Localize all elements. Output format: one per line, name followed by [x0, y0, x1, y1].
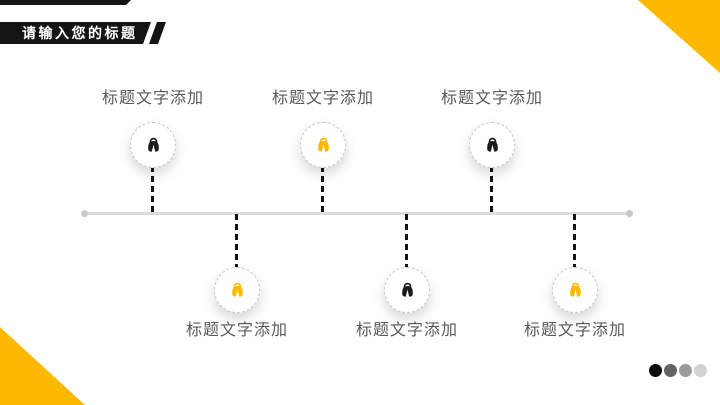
timeline-axis: [85, 212, 630, 215]
timeline-start-dot: [81, 210, 88, 217]
pagination-dot: [649, 364, 662, 377]
item-label[interactable]: 标题文字添加: [271, 90, 374, 107]
connector-dashed-line: [321, 166, 324, 212]
connector-dashed-line: [235, 214, 238, 268]
backpack-icon: [482, 135, 503, 156]
item-badge[interactable]: [214, 267, 260, 313]
item-badge[interactable]: [469, 122, 515, 168]
top-left-accent-bar: [0, 0, 131, 5]
backpack-icon: [397, 280, 418, 301]
connector-dashed-line: [405, 214, 408, 268]
backpack-icon: [313, 135, 334, 156]
item-badge[interactable]: [552, 267, 598, 313]
timeline-item: 标题文字添加: [307, 267, 507, 341]
item-label[interactable]: 标题文字添加: [185, 322, 288, 339]
top-right-corner-triangle: [638, 0, 720, 73]
backpack-icon: [143, 135, 164, 156]
timeline-item: 标题文字添加: [137, 267, 337, 341]
backpack-icon: [565, 280, 586, 301]
pagination-dot: [664, 364, 677, 377]
pagination-dots: [649, 364, 707, 377]
item-badge[interactable]: [130, 122, 176, 168]
connector-dashed-line: [151, 166, 154, 212]
title-banner-body[interactable]: 请输入您的标题: [0, 22, 151, 44]
backpack-icon: [227, 280, 248, 301]
timeline-item: 标题文字添加: [475, 267, 675, 341]
item-badge[interactable]: [384, 267, 430, 313]
item-label[interactable]: 标题文字添加: [355, 322, 458, 339]
item-label[interactable]: 标题文字添加: [523, 322, 626, 339]
connector-dashed-line: [573, 214, 576, 268]
slide-title[interactable]: 请输入您的标题: [22, 25, 138, 41]
timeline-end-dot: [626, 210, 633, 217]
timeline-item: 标题文字添加: [53, 89, 253, 168]
title-banner-tip: [149, 22, 166, 44]
item-label[interactable]: 标题文字添加: [440, 90, 543, 107]
bottom-left-corner-triangle: [0, 327, 85, 405]
pagination-dot: [679, 364, 692, 377]
pagination-dot: [694, 364, 707, 377]
timeline-item: 标题文字添加: [223, 89, 423, 168]
item-label[interactable]: 标题文字添加: [101, 90, 204, 107]
item-badge[interactable]: [300, 122, 346, 168]
timeline-item: 标题文字添加: [392, 89, 592, 168]
connector-dashed-line: [490, 166, 493, 212]
